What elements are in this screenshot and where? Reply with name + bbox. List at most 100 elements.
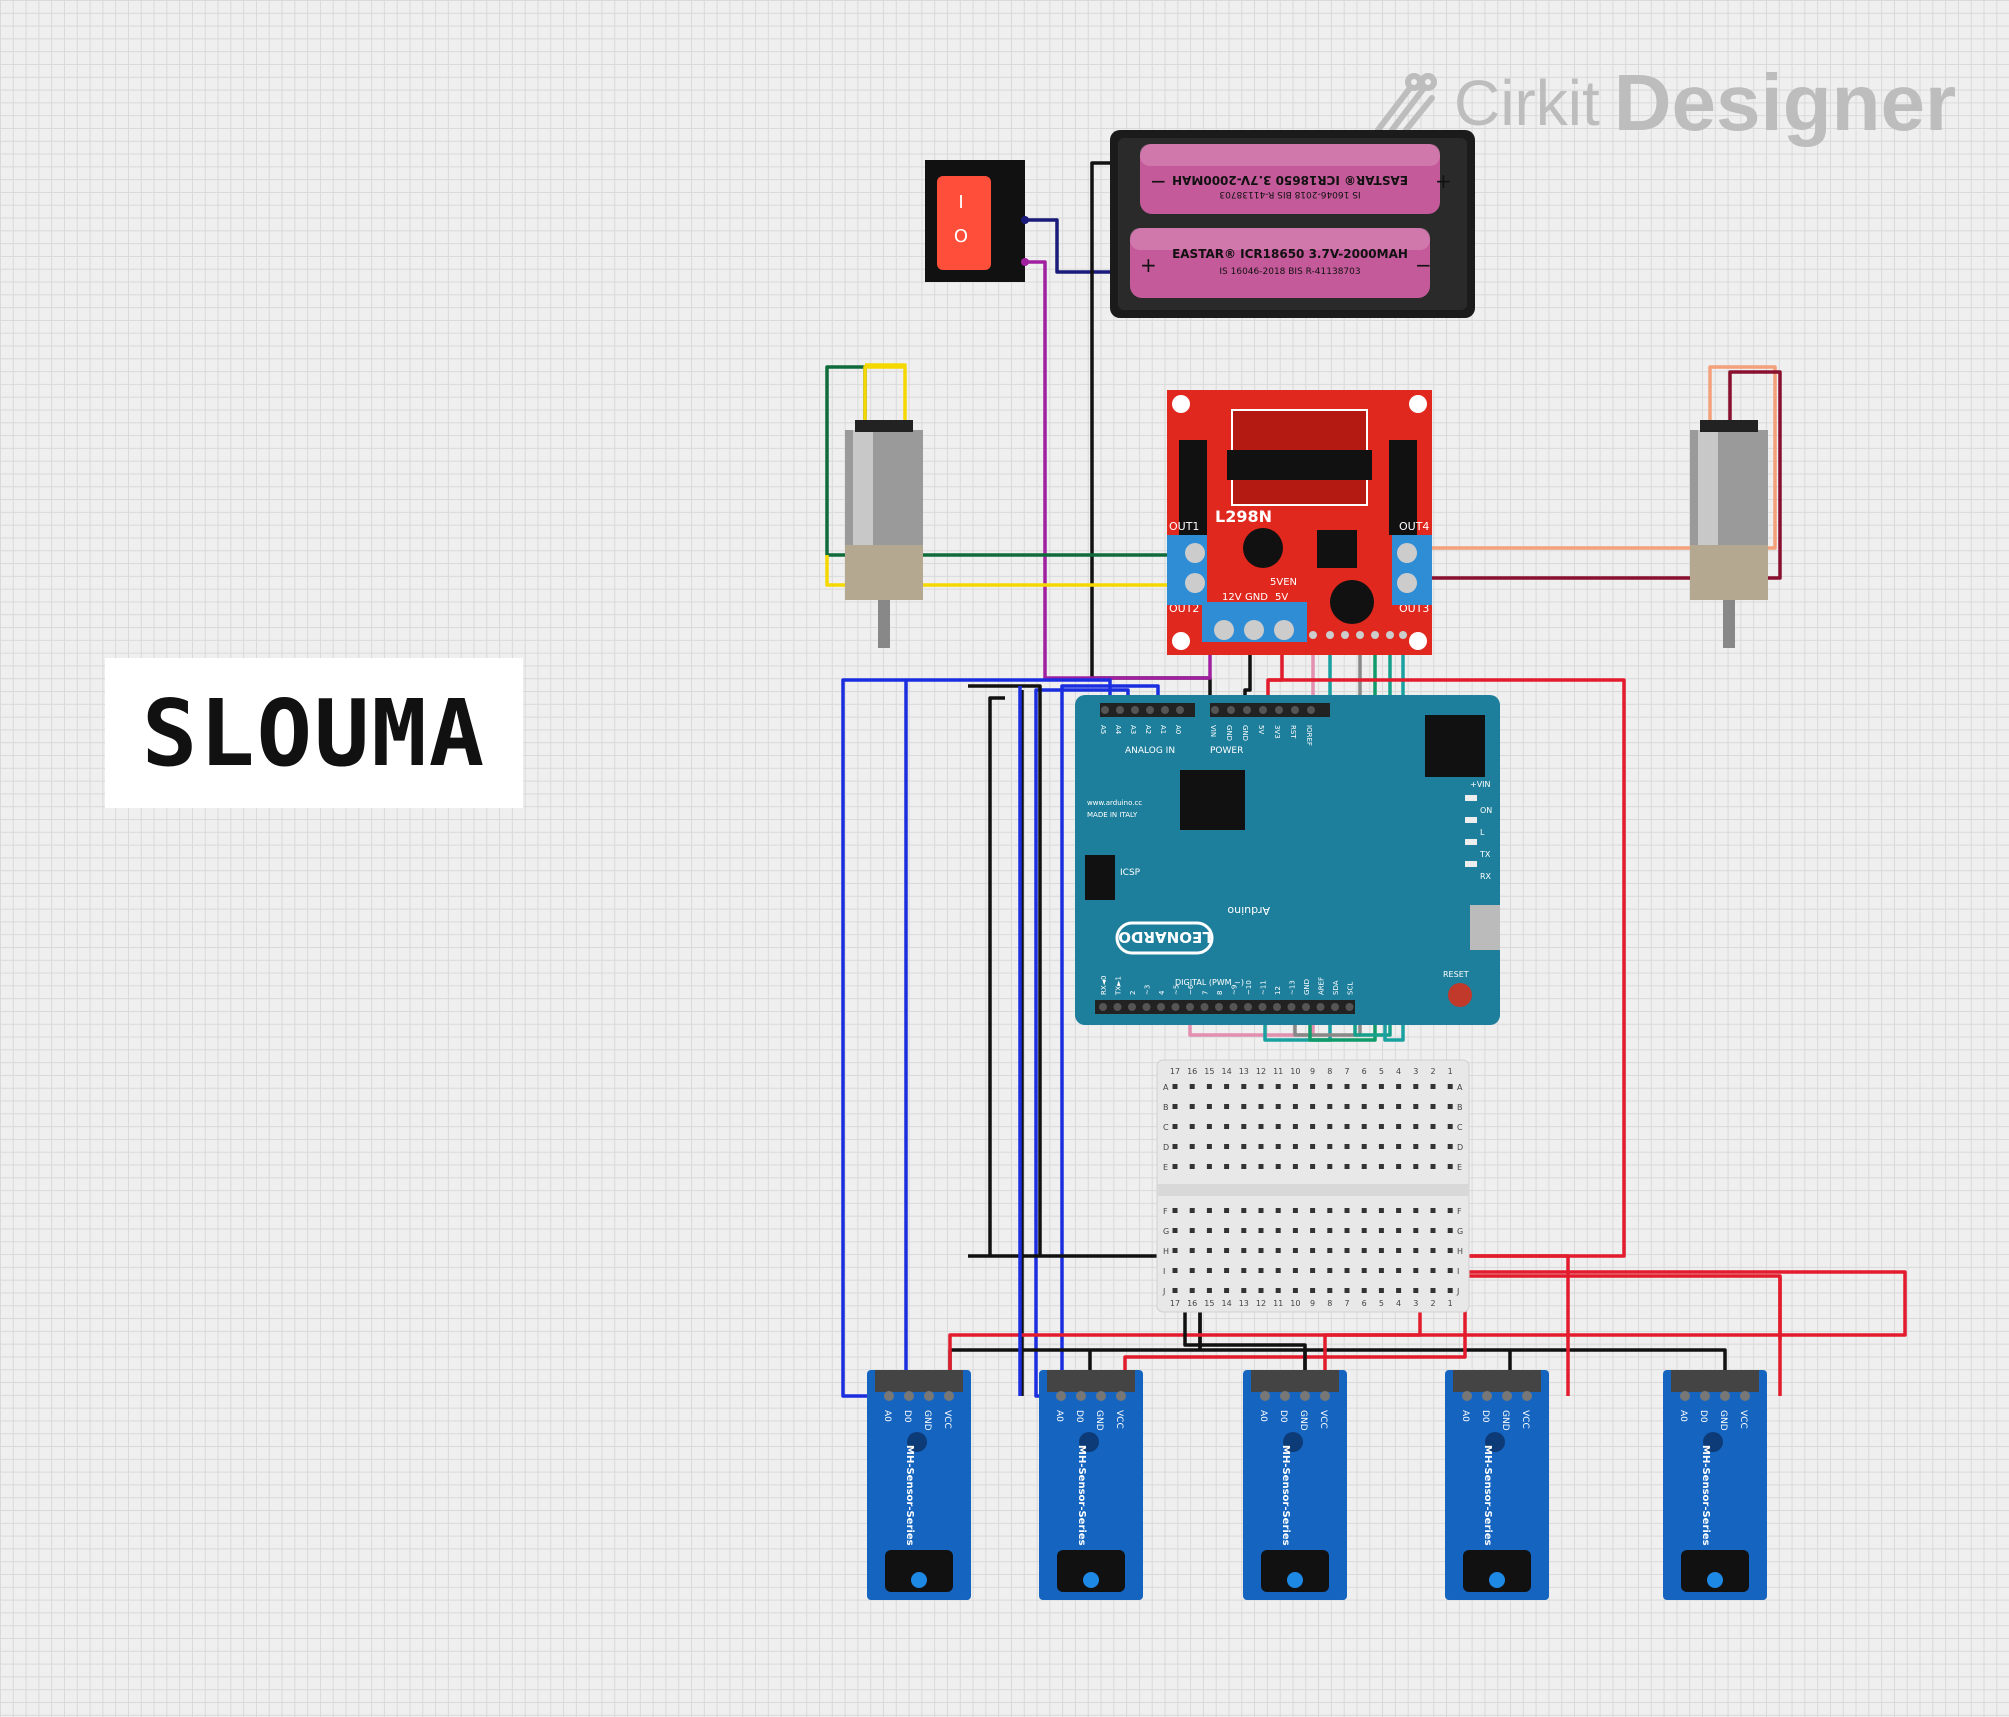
breadboard-hole[interactable]: [1258, 1288, 1264, 1293]
breadboard-hole[interactable]: [1413, 1144, 1419, 1149]
ir-sensor-pin-gnd[interactable]: [1096, 1391, 1106, 1401]
breadboard-hole[interactable]: [1344, 1084, 1350, 1089]
breadboard-hole[interactable]: [1292, 1208, 1298, 1213]
breadboard-hole[interactable]: [1241, 1124, 1247, 1129]
arduino-digital-pin[interactable]: [1142, 1003, 1151, 1011]
breadboard-hole[interactable]: [1310, 1104, 1316, 1109]
arduino-digital-pin[interactable]: [1287, 1003, 1296, 1011]
breadboard-hole[interactable]: [1275, 1104, 1281, 1109]
ir-sensor-pin-gnd[interactable]: [1300, 1391, 1310, 1401]
ir-sensor-pin-d0[interactable]: [1700, 1391, 1710, 1401]
breadboard-hole[interactable]: [1206, 1288, 1212, 1293]
breadboard-hole[interactable]: [1275, 1228, 1281, 1233]
ir-sensor-pin-d0[interactable]: [1076, 1391, 1086, 1401]
breadboard-hole[interactable]: [1361, 1228, 1367, 1233]
ir-sensor-pin-gnd[interactable]: [924, 1391, 934, 1401]
breadboard-hole[interactable]: [1447, 1144, 1453, 1149]
breadboard-hole[interactable]: [1206, 1084, 1212, 1089]
breadboard-hole[interactable]: [1344, 1208, 1350, 1213]
breadboard-hole[interactable]: [1396, 1164, 1402, 1169]
breadboard-hole[interactable]: [1224, 1288, 1230, 1293]
breadboard-hole[interactable]: [1361, 1144, 1367, 1149]
breadboard-hole[interactable]: [1275, 1208, 1281, 1213]
breadboard-hole[interactable]: [1327, 1124, 1333, 1129]
ir-sensor-pin-a0[interactable]: [884, 1391, 894, 1401]
breadboard-hole[interactable]: [1172, 1248, 1178, 1253]
breadboard-hole[interactable]: [1310, 1144, 1316, 1149]
breadboard-hole[interactable]: [1292, 1288, 1298, 1293]
breadboard-hole[interactable]: [1413, 1248, 1419, 1253]
breadboard-hole[interactable]: [1189, 1268, 1195, 1273]
breadboard-hole[interactable]: [1378, 1084, 1384, 1089]
arduino-digital-pin[interactable]: [1215, 1003, 1223, 1011]
breadboard-hole[interactable]: [1378, 1248, 1384, 1253]
breadboard-hole[interactable]: [1430, 1208, 1436, 1213]
breadboard-hole[interactable]: [1241, 1144, 1247, 1149]
breadboard-hole[interactable]: [1172, 1104, 1178, 1109]
breadboard-hole[interactable]: [1413, 1268, 1419, 1273]
breadboard-hole[interactable]: [1189, 1228, 1195, 1233]
breadboard-hole[interactable]: [1447, 1228, 1453, 1233]
breadboard-hole[interactable]: [1292, 1248, 1298, 1253]
breadboard-hole[interactable]: [1206, 1144, 1212, 1149]
breadboard-hole[interactable]: [1344, 1104, 1350, 1109]
breadboard-hole[interactable]: [1275, 1124, 1281, 1129]
breadboard-hole[interactable]: [1396, 1208, 1402, 1213]
breadboard-hole[interactable]: [1258, 1248, 1264, 1253]
breadboard-hole[interactable]: [1413, 1164, 1419, 1169]
breadboard-hole[interactable]: [1258, 1124, 1264, 1129]
arduino-pin-ioref[interactable]: [1307, 706, 1315, 714]
breadboard-hole[interactable]: [1327, 1104, 1333, 1109]
ir-sensor-pin-d0[interactable]: [904, 1391, 914, 1401]
battery-cell-2[interactable]: EASTAR® ICR18650 3.7V-2000MAH IS 16046-2…: [1130, 228, 1432, 298]
breadboard-hole[interactable]: [1224, 1164, 1230, 1169]
breadboard-hole[interactable]: [1224, 1104, 1230, 1109]
terminal-power[interactable]: [1202, 602, 1307, 642]
breadboard-hole[interactable]: [1378, 1208, 1384, 1213]
battery-holder[interactable]: EASTAR® ICR18650 3.7V-2000MAH IS 16046-2…: [1110, 130, 1475, 318]
breadboard-hole[interactable]: [1241, 1208, 1247, 1213]
ir-sensor-pin-a0[interactable]: [1056, 1391, 1066, 1401]
breadboard-hole[interactable]: [1172, 1124, 1178, 1129]
ir-sensor-pin-vcc[interactable]: [1320, 1391, 1330, 1401]
breadboard-hole[interactable]: [1224, 1268, 1230, 1273]
breadboard-hole[interactable]: [1378, 1228, 1384, 1233]
breadboard-hole[interactable]: [1344, 1164, 1350, 1169]
breadboard-hole[interactable]: [1413, 1288, 1419, 1293]
breadboard-hole[interactable]: [1172, 1084, 1178, 1089]
breadboard-hole[interactable]: [1224, 1144, 1230, 1149]
breadboard-hole[interactable]: [1241, 1164, 1247, 1169]
breadboard-hole[interactable]: [1344, 1248, 1350, 1253]
breadboard-hole[interactable]: [1258, 1084, 1264, 1089]
ir-sensor-pin-vcc[interactable]: [1116, 1391, 1126, 1401]
breadboard-hole[interactable]: [1292, 1268, 1298, 1273]
breadboard-hole[interactable]: [1413, 1124, 1419, 1129]
arduino-pin-vin[interactable]: [1211, 706, 1219, 714]
breadboard-hole[interactable]: [1327, 1208, 1333, 1213]
breadboard-hole[interactable]: [1258, 1144, 1264, 1149]
breadboard-hole[interactable]: [1344, 1228, 1350, 1233]
breadboard-holes[interactable]: [1172, 1084, 1453, 1293]
ir-sensor-pin-d0[interactable]: [1280, 1391, 1290, 1401]
arduino-pin-a2[interactable]: [1146, 706, 1154, 714]
breadboard-hole[interactable]: [1327, 1268, 1333, 1273]
breadboard-hole[interactable]: [1344, 1288, 1350, 1293]
switch-pin-2[interactable]: [1021, 258, 1029, 266]
breadboard-hole[interactable]: [1224, 1124, 1230, 1129]
breadboard-hole[interactable]: [1224, 1208, 1230, 1213]
arduino-pin-a1[interactable]: [1161, 706, 1169, 714]
project-label[interactable]: SLOUMA: [105, 658, 523, 808]
arduino-digital-pin[interactable]: [1113, 1003, 1122, 1011]
l298n-driver[interactable]: L298N OUT1 OUT2 OUT3 OUT4 5VEN 12V GND 5…: [1167, 390, 1432, 655]
arduino-digital-pin[interactable]: [1200, 1003, 1209, 1011]
arduino-pin-gnd[interactable]: [1227, 706, 1235, 714]
breadboard-hole[interactable]: [1413, 1208, 1419, 1213]
arduino-digital-pin[interactable]: [1244, 1003, 1252, 1011]
breadboard-hole[interactable]: [1224, 1084, 1230, 1089]
breadboard-hole[interactable]: [1361, 1268, 1367, 1273]
arduino-pin-a5[interactable]: [1101, 706, 1109, 714]
